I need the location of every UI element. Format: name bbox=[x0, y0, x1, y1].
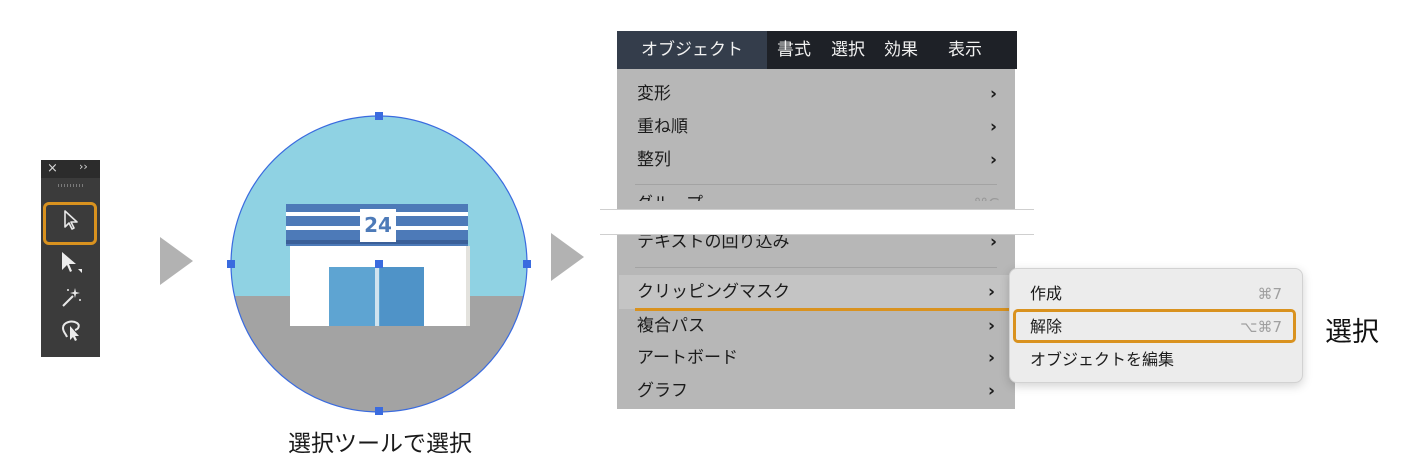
selection-handle[interactable] bbox=[227, 260, 235, 268]
panel-expand-icon[interactable]: ›› bbox=[79, 160, 88, 173]
menu-item-label: 複合パス bbox=[637, 316, 705, 336]
selection-handle[interactable] bbox=[375, 112, 383, 120]
selected-tool-highlight bbox=[43, 202, 97, 245]
menu-separator bbox=[635, 267, 997, 268]
menu-item-label: 変形 bbox=[637, 84, 671, 104]
clipping-mask-submenu: 作成 ⌘7 解除 ⌥⌘7 オブジェクトを編集 bbox=[1009, 268, 1303, 383]
menu-item-clipping-mask[interactable]: クリッピングマスク › bbox=[637, 276, 995, 308]
magic-wand-tool-icon[interactable] bbox=[52, 282, 89, 312]
shortcut-label: ⌥⌘7 bbox=[1240, 318, 1282, 336]
chevron-right-icon: › bbox=[987, 381, 995, 401]
menu-item-text-wrap[interactable]: テキストの回り込み › bbox=[637, 226, 997, 258]
submenu-item-label: 作成 bbox=[1030, 284, 1063, 303]
step-arrow-icon bbox=[551, 233, 584, 281]
menu-item-label: グラフ bbox=[637, 381, 688, 401]
menu-item-label: クリッピングマスク bbox=[637, 282, 790, 302]
chevron-right-icon: › bbox=[989, 117, 997, 137]
menu-bar: オブジェクト 書式 選択 効果 表示 bbox=[617, 31, 1017, 69]
selection-handle[interactable] bbox=[375, 260, 383, 268]
release-highlight bbox=[1013, 309, 1296, 343]
chevron-right-icon: › bbox=[987, 348, 995, 368]
chevron-right-icon: › bbox=[989, 150, 997, 170]
submenu-item-make[interactable]: 作成 ⌘7 bbox=[1030, 278, 1282, 310]
shortcut-label: ⌘7 bbox=[1257, 285, 1282, 303]
menu-item-label: アートボード bbox=[637, 348, 738, 368]
tools-panel: × ›› bbox=[41, 160, 100, 357]
close-icon[interactable]: × bbox=[47, 161, 58, 176]
selection-tool-icon[interactable] bbox=[52, 205, 89, 235]
tools-panel-header: × ›› bbox=[41, 160, 100, 178]
menu-item-artboards[interactable]: アートボード › bbox=[637, 342, 995, 374]
menu-item-compound-path[interactable]: 複合パス › bbox=[637, 310, 995, 342]
menu-item-align[interactable]: 整列 › bbox=[637, 144, 997, 176]
menu-separator bbox=[635, 184, 997, 185]
illustration-caption: 選択ツールで選択 bbox=[288, 431, 472, 457]
step-arrow-icon bbox=[160, 237, 193, 285]
submenu-item-release[interactable]: 解除 ⌥⌘7 bbox=[1030, 311, 1282, 343]
select-annotation: 選択 bbox=[1325, 317, 1379, 348]
object-menu: 変形 › 重ね順 › 整列 › テキストの回り込み › bbox=[617, 69, 1015, 409]
menubar-item-effect[interactable]: 効果 bbox=[884, 40, 918, 60]
menu-item-transform[interactable]: 変形 › bbox=[637, 78, 997, 110]
chevron-right-icon: › bbox=[989, 84, 997, 104]
submenu-item-label: 解除 bbox=[1030, 317, 1063, 336]
submenu-item-edit-contents[interactable]: オブジェクトを編集 bbox=[1030, 344, 1282, 376]
menu-item-shortcut: ⌘G bbox=[940, 186, 1000, 201]
menu-item-highlight bbox=[619, 275, 1016, 309]
store-sign-text: 24 bbox=[364, 213, 392, 237]
selection-handle[interactable] bbox=[523, 260, 531, 268]
chevron-right-icon: › bbox=[987, 316, 995, 336]
menu-item-arrange[interactable]: 重ね順 › bbox=[637, 111, 997, 143]
menubar-item-select[interactable]: 選択 bbox=[831, 40, 865, 60]
menu-item-label: テキストの回り込み bbox=[637, 232, 790, 252]
menu-item-graph[interactable]: グラフ › bbox=[637, 375, 995, 407]
menu-item-group[interactable]: グループ bbox=[636, 186, 1016, 201]
chevron-right-icon: › bbox=[987, 282, 995, 302]
submenu-item-label: オブジェクトを編集 bbox=[1030, 350, 1175, 369]
panel-grip-icon[interactable] bbox=[58, 184, 84, 187]
menubar-item-type[interactable]: 書式 bbox=[777, 40, 811, 60]
chevron-right-icon: › bbox=[989, 232, 997, 252]
selection-underline bbox=[635, 308, 1015, 311]
menu-item-label: 重ね順 bbox=[637, 117, 688, 137]
direct-selection-tool-icon[interactable] bbox=[52, 248, 89, 278]
menu-item-label: 整列 bbox=[637, 150, 671, 170]
lasso-tool-icon[interactable] bbox=[52, 315, 89, 345]
menubar-item-view[interactable]: 表示 bbox=[948, 40, 982, 60]
selection-handle[interactable] bbox=[375, 407, 383, 415]
menu-cut-strip bbox=[600, 209, 1034, 235]
menubar-item-object[interactable]: オブジェクト bbox=[617, 31, 767, 69]
